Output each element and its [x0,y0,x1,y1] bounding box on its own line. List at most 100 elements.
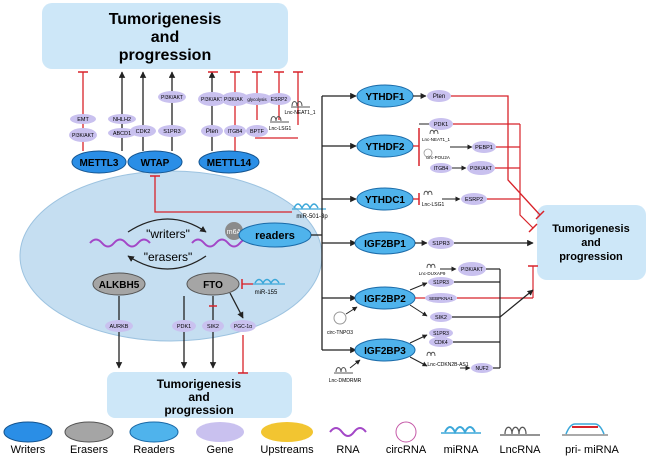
right-outcome-line3: progression [559,251,623,263]
eraser-alkbh5 [92,272,146,296]
bottom-outcome-box: Tumorigenesis and progression [107,372,292,418]
legend-readers-swatch [129,421,179,443]
gene-sik2-b: SIK2 [207,324,219,330]
legend-upstreams-swatch [261,422,313,442]
gene-s1pr3-a: S1PR3 [163,129,180,135]
eraser-fto [186,272,240,296]
right-outcome-box: Tumorigenesis and progression [537,205,646,280]
gene-pi3k-akt-c: PI3K/AKT [201,97,223,103]
lnc-neat1-a: Lnc-NEAT1_1 [284,110,315,116]
legend-writers-swatch [3,421,53,443]
legend-pri-mirna-swatch [565,423,605,435]
top-lncrna-glyphs: Lnc-LSG1 Lnc-NEAT1_1 [269,101,316,132]
legend-readers: Readers [133,444,175,456]
gene-glycolysis: glycolysis [247,97,267,102]
gene-esrp2-a: ESRP2 [271,97,288,103]
lnc-dmdrmr: Lnc-DMDRMR [329,378,362,384]
top-outcome-line1: Tumorigenesis [109,11,222,28]
legend-upstreams: Upstreams [260,444,314,456]
gene-pten-a: Pten [206,129,218,135]
gene-cdk2: CDK2 [136,129,151,135]
gene-s1pr3-c: S1PR3 [433,280,449,286]
gene-abcd1: ABCD1 [113,131,131,137]
writer-mettl3 [71,150,127,174]
lnc-lsg1-a: Lnc-LSG1 [269,126,292,132]
gene-esrp2-b: ESRP2 [465,197,483,203]
eraser-fto-label: FTO [203,280,223,291]
legend-pri-mirna: pri- miRNA [565,444,619,456]
legend: Writers Erasers Readers Gene Upstreams R… [3,421,620,456]
circ-tnpo3: circ-TNPO3 [327,330,353,336]
reader-downstream: Pten PDK1 Lnc-NEAT1_1 PEBP1 circ-POU2A I… [327,90,545,384]
legend-circrna: circRNA [386,444,427,456]
lnc-neat1-b: Lnc-NEAT1_1 [422,137,450,142]
gene-pi3k-akt-d: PI3K/AKT [224,97,246,103]
writers-cycle-arrow [127,218,207,233]
readers-label: readers [255,230,295,242]
gene-bptf: BPTF [250,129,265,135]
lnc-duxap9: Lnc-DUXAP9 [419,271,446,276]
legend-lncrna: LncRNA [500,444,542,456]
gene-pebp1: PEBP1 [475,145,493,151]
gene-itgb4-b: ITGB4 [434,166,449,172]
bottom-outcome-line3: progression [164,403,233,417]
gene-pi3k-akt-b: PI3K/AKT [161,95,183,101]
legend-mirna-swatch [444,426,476,435]
reader-igf2bp1: IGF2BP1 [364,239,406,250]
gene-nhlh2: NHLH2 [113,117,131,123]
mir-155-label: miR-155 [255,290,278,296]
gene-pdk1-b: PDK1 [177,324,191,330]
legend-rna-swatch [329,427,367,437]
erasers-cycle-label: "erasers" [144,250,193,264]
gene-itgb4-a: ITGB4 [228,129,243,135]
reader-nodes: YTHDF1 YTHDF2 YTHDC1 IGF2BP1 IGF2BP2 IGF… [354,84,416,362]
reader-igf2bp3: IGF2BP3 [364,346,406,357]
reader-ythdf1: YTHDF1 [366,92,405,103]
top-outcome-line2: and [151,29,179,46]
gene-emt: EMT [77,117,89,123]
top-gene-pills: EMT PI3K/AKT NHLH2 ABCD1 CDK2 PI3K/AKT S… [69,91,291,142]
top-outcome-line3: progression [119,47,211,64]
gene-sik2-a: SIK2 [435,315,447,321]
bottom-outcome-line1: Tumorigenesis [157,377,242,391]
right-outcome-line2: and [581,237,601,249]
legend-lncrna-swatch [504,426,527,435]
writer-wtap [127,150,183,174]
legend-writers: Writers [11,444,46,456]
lnc-lsg1-b: Lnc-LSG1 [422,202,445,208]
gene-pdk1-a: PDK1 [434,122,448,128]
gene-pi3k-akt-a: PI3K/AKT [72,133,94,139]
reader-ythdf2: YTHDF2 [366,142,405,153]
rna-wave-left [89,238,151,248]
eraser-targets: AURKB PDK1 SIK2 PGC-1α [105,292,256,374]
legend-circrna-swatch [395,421,417,443]
circ-pou2: circ-POU2A [426,155,450,160]
writer-mettl14-label: METTL14 [207,158,252,169]
legend-erasers: Erasers [70,444,108,456]
eraser-alkbh5-label: ALKBH5 [99,280,140,291]
gene-s1pr3-b: S1PR3 [432,241,449,247]
right-outcome-line1: Tumorigenesis [552,223,629,235]
gene-aurkb: AURKB [110,324,129,330]
legend-mirna: miRNA [444,444,479,456]
mir-501-group: miR-501-3p [150,175,328,220]
erasers-cycle-arrow [127,255,207,270]
writer-wtap-label: WTAP [141,158,170,169]
writers-cycle-label: "writers" [146,227,190,241]
reader-igf2bp2: IGF2BP2 [364,294,406,305]
m6a-mark [225,222,243,240]
gene-pi3k-akt-f: PI3K/AKT [461,267,483,273]
mir-501-label: miR-501-3p [296,214,328,220]
gene-pten-b: Pten [433,94,445,100]
gene-s1pr3-d: S1PR3 [433,331,449,337]
writer-targets [78,71,303,151]
gene-pgc1a: PGC-1α [234,324,252,330]
m6a-label: m6A [227,229,242,236]
gene-sebpkna1: SEBPKNA1 [429,296,453,301]
gene-cdk4: CDK4 [434,340,448,346]
lnc-cdkn2b: Lnc-CDKN2B-AS1 [427,362,468,368]
legend-gene: Gene [207,444,234,456]
rna-wave-right [191,238,253,248]
reader-ythdc1: YTHDC1 [365,195,405,206]
